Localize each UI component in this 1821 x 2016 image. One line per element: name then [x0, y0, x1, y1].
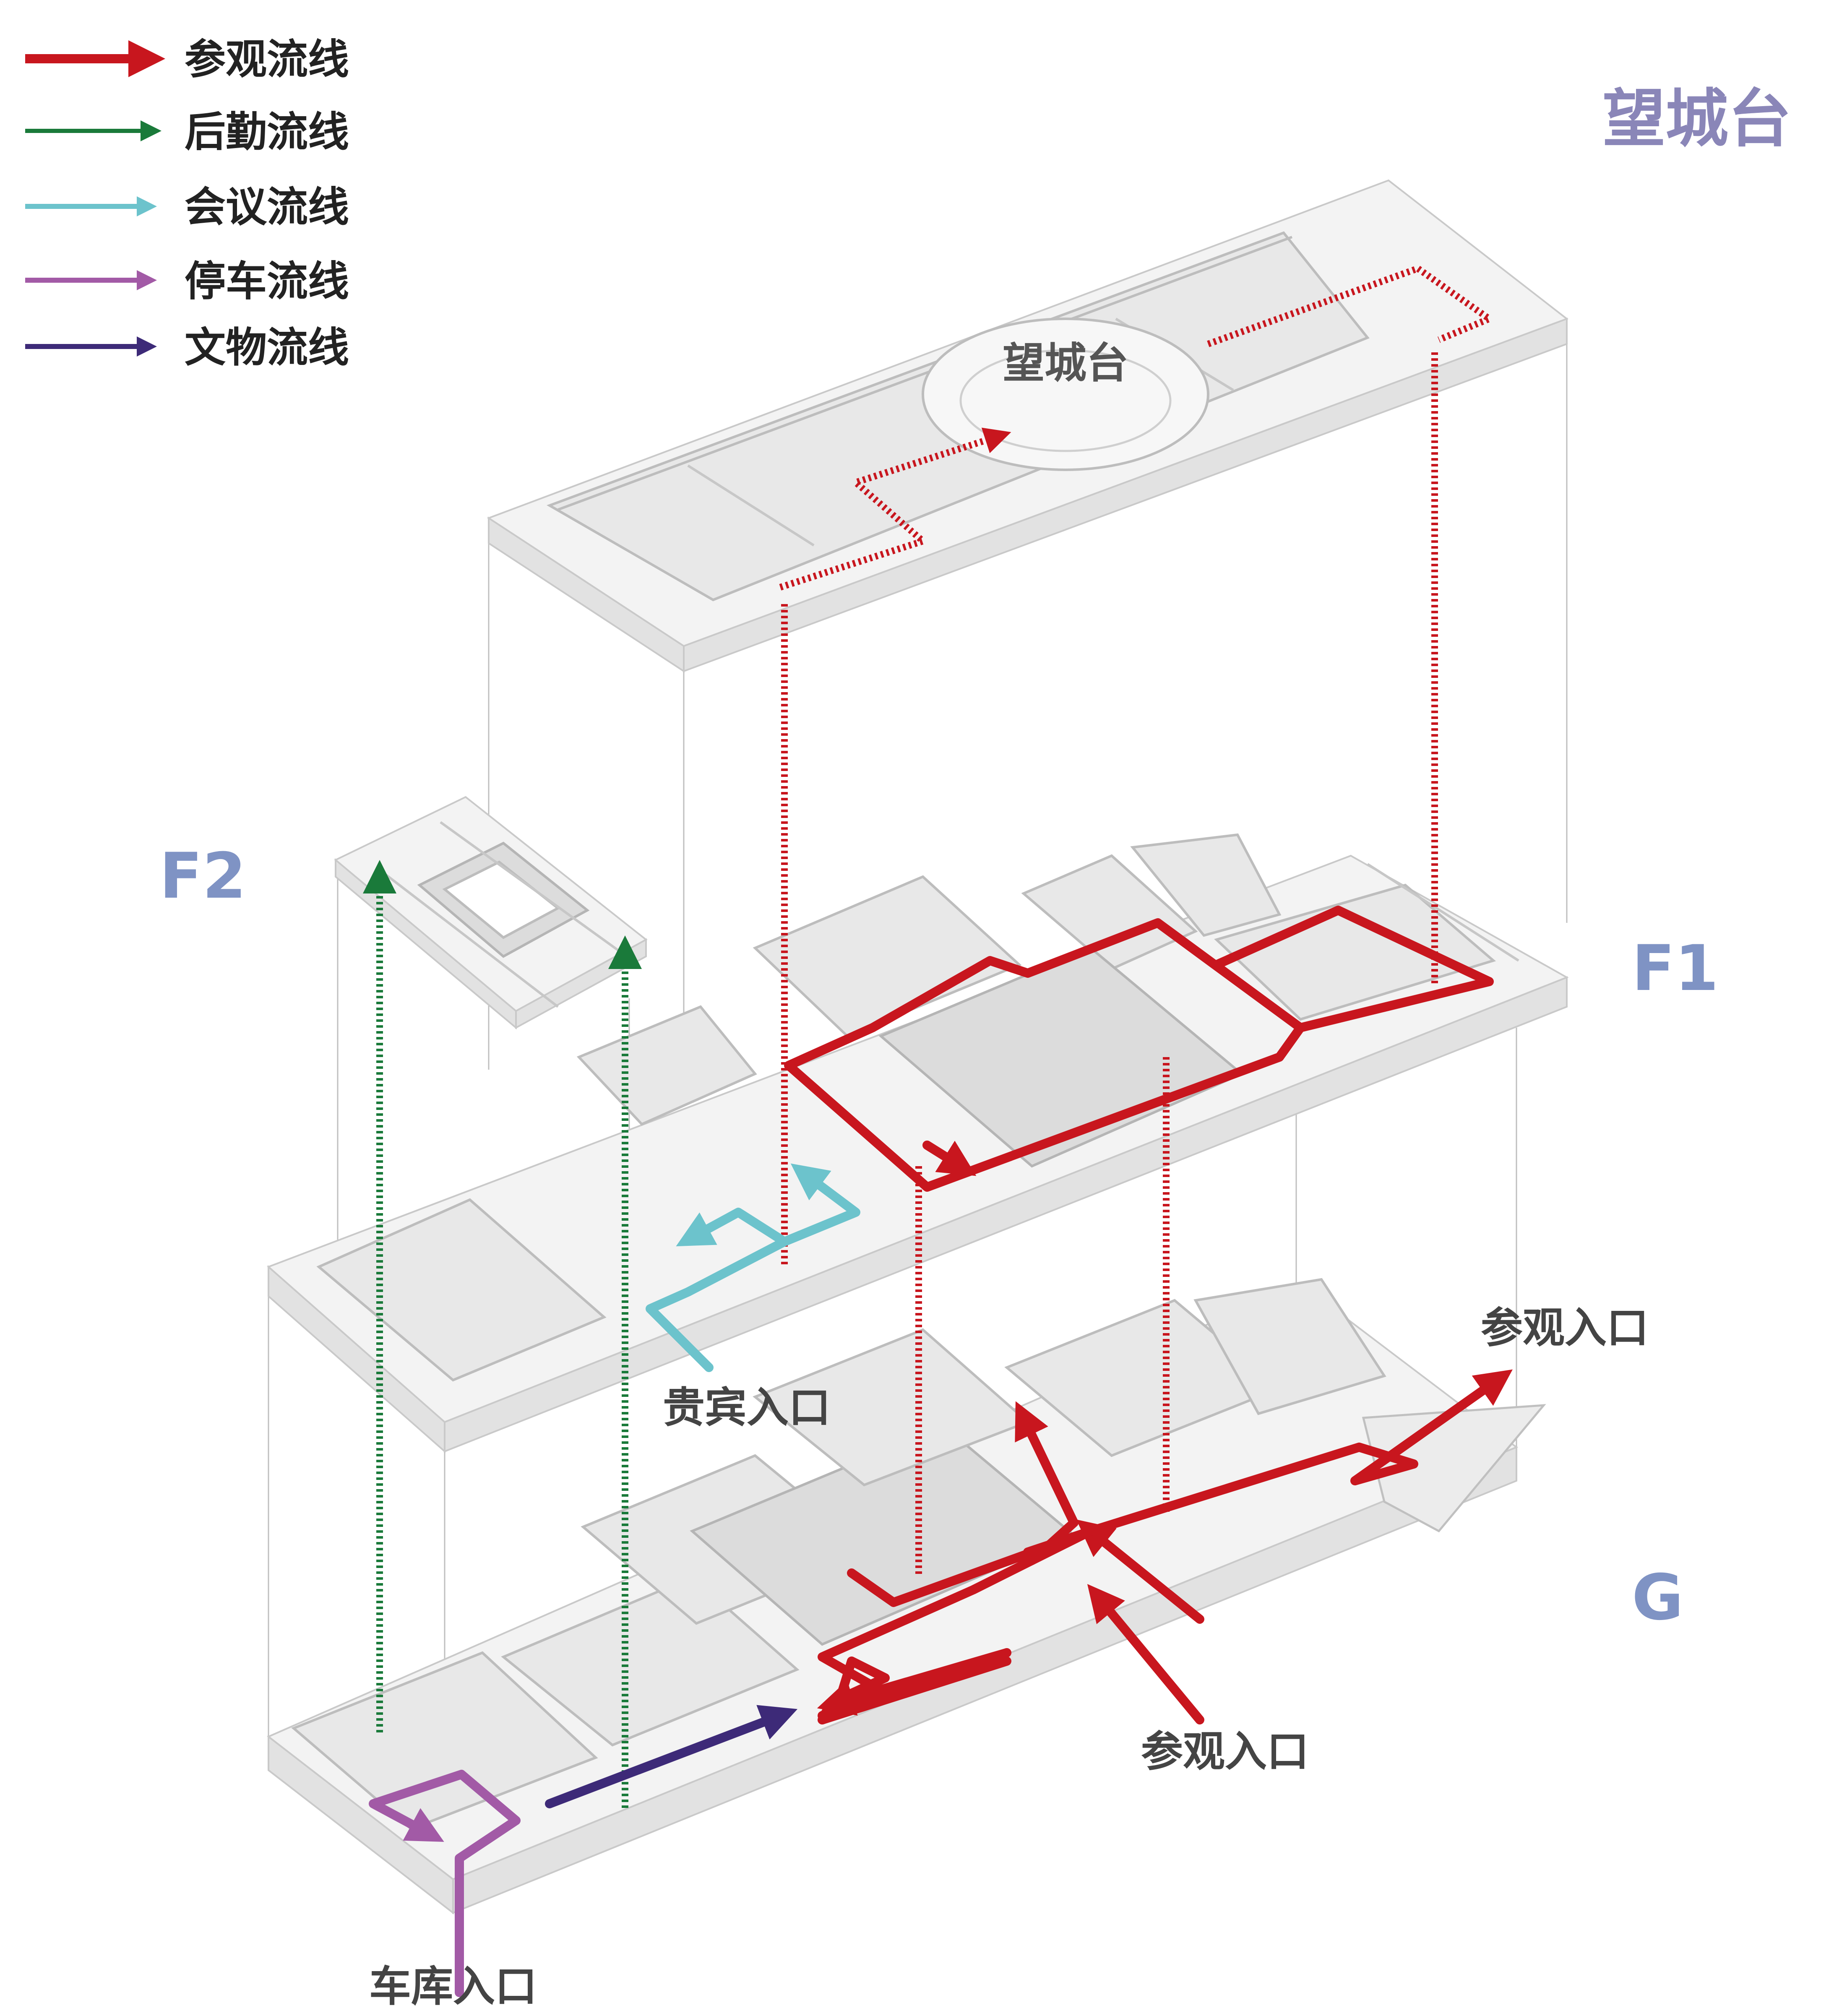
legend-item-visitor: 参观流线	[25, 36, 349, 83]
level-label-f2: F2	[159, 840, 246, 913]
legend-item-conference: 会议流线	[25, 183, 349, 231]
projection-lines	[268, 319, 1568, 1783]
legend-item-artifacts: 文物流线	[25, 324, 349, 372]
level-label-g: G	[1632, 1561, 1683, 1634]
legend-label: 参观流线	[185, 36, 349, 83]
parking-flow	[369, 1770, 521, 1997]
legend: 参观流线 后勤流线 会议流线 停车流线 文物流线	[25, 36, 349, 372]
level-label-f1: F1	[1632, 932, 1719, 1005]
entrance-label-vip: 贵宾入口	[663, 1383, 831, 1432]
artifact-flow	[545, 1705, 798, 1808]
level-f1-slab	[267, 833, 1569, 1453]
legend-item-logistics: 后勤流线	[25, 108, 349, 156]
entrance-label-garage: 车库入口	[369, 1962, 537, 2011]
legend-label: 停车流线	[185, 258, 349, 305]
level-g-slab	[267, 1278, 1546, 1915]
legend-label: 后勤流线	[185, 108, 349, 156]
visitor-flow	[779, 265, 1513, 1724]
observation-plaza-label: 望城台	[1003, 339, 1128, 388]
conference-flow	[646, 1163, 860, 1372]
entrance-label-visitor-south: 参观入口	[1141, 1727, 1309, 1776]
legend-item-parking: 停车流线	[25, 258, 349, 305]
logistics-flow	[363, 860, 642, 1808]
level-title-top: 望城台	[1602, 83, 1791, 156]
legend-label: 文物流线	[185, 324, 349, 372]
entrance-label-visitor-east: 参观入口	[1481, 1303, 1649, 1352]
level-f2-slab	[334, 796, 648, 1030]
level-top-slab: 望城台	[487, 179, 1569, 673]
legend-label: 会议流线	[185, 183, 349, 231]
